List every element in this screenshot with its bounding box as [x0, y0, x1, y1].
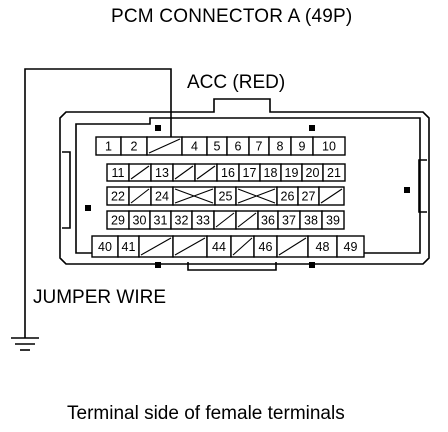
terminal-6: 6	[226, 136, 250, 156]
terminal-blank	[230, 235, 255, 258]
terminal-19: 19	[280, 163, 303, 182]
terminal-blank	[172, 163, 196, 182]
terminal-number: 17	[243, 166, 257, 180]
terminal-21: 21	[322, 163, 346, 182]
terminal-number: 24	[155, 190, 169, 204]
terminal-blank	[128, 186, 152, 206]
terminal-number: 9	[299, 140, 306, 154]
terminal-number: 33	[196, 214, 210, 228]
terminal-26: 26	[276, 186, 299, 206]
connector-housing	[59, 98, 430, 271]
terminal-8: 8	[268, 136, 292, 156]
terminal-30: 30	[128, 210, 151, 230]
terminal-number: 36	[261, 214, 275, 228]
terminal-blank	[235, 210, 259, 230]
terminal-7: 7	[248, 136, 270, 156]
terminal-number: 18	[264, 166, 278, 180]
terminal-number: 13	[155, 166, 169, 180]
terminal-number: 30	[133, 214, 147, 228]
terminal-number: 20	[306, 166, 320, 180]
terminal-number: 19	[285, 166, 299, 180]
terminal-24: 24	[150, 186, 174, 206]
terminal-number: 21	[327, 166, 341, 180]
terminal-48: 48	[307, 235, 338, 258]
terminal-17: 17	[238, 163, 261, 182]
terminal-1: 1	[95, 136, 122, 156]
terminal-22: 22	[106, 186, 130, 206]
terminal-number: 29	[111, 214, 125, 228]
acc-red-label: ACC (RED)	[187, 72, 286, 93]
terminal-20: 20	[301, 163, 324, 182]
terminal-blank	[138, 235, 174, 258]
terminal-blank	[213, 210, 237, 230]
terminal-5: 5	[206, 136, 228, 156]
terminal-blank	[172, 235, 208, 258]
caption: Terminal side of female terminals	[67, 403, 345, 424]
terminal-49: 49	[336, 235, 365, 258]
terminal-number: 44	[212, 240, 226, 254]
terminal-29: 29	[106, 210, 130, 230]
terminal-blank	[128, 163, 152, 182]
terminal-number: 7	[256, 140, 263, 154]
terminal-46: 46	[253, 235, 278, 258]
terminal-number: 49	[344, 240, 358, 254]
terminal-44: 44	[206, 235, 232, 258]
terminal-16: 16	[216, 163, 240, 182]
terminal-39: 39	[321, 210, 345, 230]
terminal-2: 2	[120, 136, 148, 156]
terminal-number: 48	[316, 240, 330, 254]
terminal-number: 4	[191, 140, 198, 154]
terminal-number: 22	[111, 190, 125, 204]
terminal-number: 10	[322, 140, 336, 154]
diagram-title: PCM CONNECTOR A (49P)	[111, 6, 353, 27]
terminal-number: 41	[122, 240, 136, 254]
terminal-27: 27	[297, 186, 320, 206]
terminal-18: 18	[259, 163, 282, 182]
terminal-11: 11	[106, 163, 130, 182]
terminal-number: 37	[282, 214, 296, 228]
terminal-number: 32	[175, 214, 189, 228]
terminal-36: 36	[257, 210, 279, 230]
terminal-10: 10	[312, 136, 346, 156]
jumper-wire-label: JUMPER WIRE	[33, 287, 166, 308]
terminal-blank	[146, 136, 183, 156]
terminal-38: 38	[299, 210, 323, 230]
terminal-blank	[318, 186, 345, 206]
terminal-number: 46	[259, 240, 273, 254]
terminal-33: 33	[191, 210, 215, 230]
terminal-25: 25	[214, 186, 237, 206]
terminal-37: 37	[277, 210, 301, 230]
terminal-number: 31	[154, 214, 168, 228]
terminal-blank	[235, 186, 278, 206]
terminal-number: 11	[112, 166, 125, 180]
terminal-41: 41	[117, 235, 140, 258]
terminal-9: 9	[290, 136, 314, 156]
terminal-number: 27	[302, 190, 316, 204]
terminal-blank	[194, 163, 218, 182]
terminal-number: 8	[277, 140, 284, 154]
terminal-number: 39	[326, 214, 340, 228]
terminal-number: 5	[214, 140, 221, 154]
terminal-number: 1	[105, 140, 112, 154]
terminal-32: 32	[170, 210, 193, 230]
terminal-number: 40	[98, 240, 112, 254]
terminal-blank	[172, 186, 216, 206]
terminal-40: 40	[91, 235, 119, 258]
jumper-wire	[11, 68, 172, 351]
terminal-number: 26	[281, 190, 295, 204]
terminal-number: 38	[304, 214, 318, 228]
terminal-blank	[276, 235, 309, 258]
terminal-number: 2	[131, 140, 138, 154]
terminal-number: 6	[235, 140, 242, 154]
terminal-13: 13	[150, 163, 174, 182]
terminal-number: 16	[221, 166, 235, 180]
terminal-31: 31	[149, 210, 172, 230]
terminal-number: 25	[219, 190, 233, 204]
locating-marks	[85, 125, 410, 268]
terminal-4: 4	[181, 136, 208, 156]
